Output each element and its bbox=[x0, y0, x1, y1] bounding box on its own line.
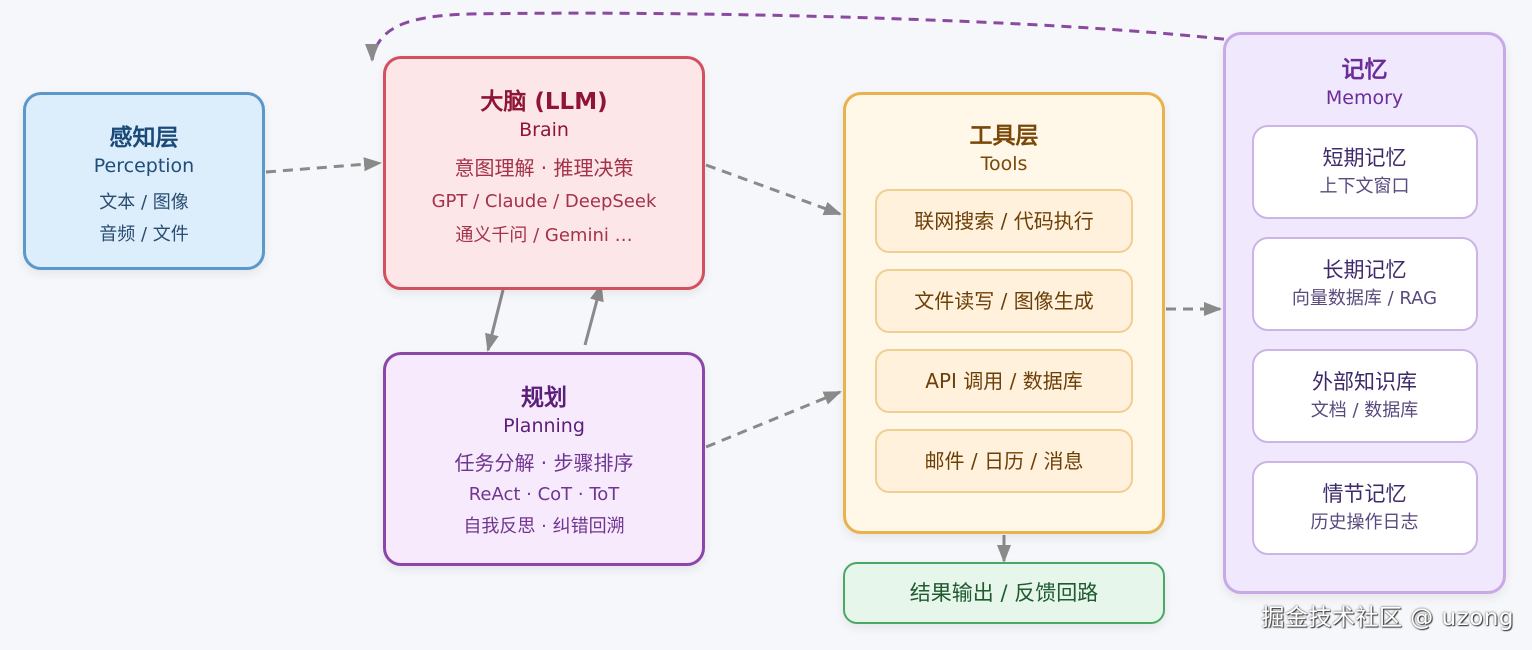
planning-line: 任务分解 · 步骤排序 bbox=[454, 451, 634, 475]
memory-item-title: 长期记忆 bbox=[1322, 258, 1407, 282]
planning-subtitle: Planning bbox=[503, 415, 585, 437]
memory-item-title: 外部知识库 bbox=[1312, 370, 1417, 394]
memory-item: 短期记忆 上下文窗口 bbox=[1251, 125, 1478, 219]
memory-subtitle: Memory bbox=[1325, 87, 1404, 109]
memory-item-title: 情节记忆 bbox=[1322, 482, 1407, 506]
perception-line: 文本 / 图像 bbox=[99, 192, 189, 213]
memory-title: 记忆 bbox=[1341, 57, 1388, 83]
memory-item-title: 短期记忆 bbox=[1322, 146, 1407, 170]
memory-item: 长期记忆 向量数据库 / RAG bbox=[1251, 237, 1478, 331]
brain-node: 大脑 (LLM) Brain 意图理解 · 推理决策 GPT / Claude … bbox=[383, 56, 705, 290]
tool-item: API 调用 / 数据库 bbox=[875, 349, 1133, 413]
memory-item-sub: 文档 / 数据库 bbox=[1310, 400, 1419, 421]
brain-line: 通义千问 / Gemini … bbox=[455, 225, 633, 246]
brain-line: 意图理解 · 推理决策 bbox=[454, 156, 634, 180]
watermark: 掘金技术社区 @ uzong bbox=[1261, 605, 1514, 631]
arrow-brain-to-tools bbox=[705, 163, 842, 216]
tools-subtitle: Tools bbox=[980, 153, 1028, 175]
output-label: 结果输出 / 反馈回路 bbox=[909, 581, 1099, 605]
memory-item: 情节记忆 历史操作日志 bbox=[1251, 461, 1478, 555]
perception-title: 感知层 bbox=[109, 125, 179, 151]
brain-line: GPT / Claude / DeepSeek bbox=[431, 191, 657, 212]
memory-item-sub: 向量数据库 / RAG bbox=[1291, 288, 1438, 309]
planning-node: 规划 Planning 任务分解 · 步骤排序 ReAct · CoT · To… bbox=[383, 352, 705, 566]
perception-subtitle: Perception bbox=[93, 155, 195, 177]
memory-item-sub: 上下文窗口 bbox=[1319, 176, 1410, 197]
output-node: 结果输出 / 反馈回路 bbox=[843, 562, 1165, 624]
arrow-perception-to-brain bbox=[265, 157, 382, 174]
arrow-brain-to-planning bbox=[485, 289, 505, 352]
tool-item: 联网搜索 / 代码执行 bbox=[875, 189, 1133, 253]
planning-title: 规划 bbox=[521, 385, 567, 411]
tool-item: 邮件 / 日历 / 消息 bbox=[875, 429, 1133, 493]
memory-item: 外部知识库 文档 / 数据库 bbox=[1251, 349, 1478, 443]
planning-line: 自我反思 · 纠错回溯 bbox=[463, 516, 625, 537]
perception-node: 感知层 Perception 文本 / 图像 音频 / 文件 bbox=[23, 92, 265, 270]
planning-line: ReAct · CoT · ToT bbox=[468, 484, 620, 505]
tool-item: 文件读写 / 图像生成 bbox=[875, 269, 1133, 333]
memory-item-sub: 历史操作日志 bbox=[1310, 512, 1419, 533]
brain-title: 大脑 (LLM) bbox=[480, 89, 608, 115]
tools-title: 工具层 bbox=[969, 123, 1039, 149]
arrow-planning-to-tools bbox=[705, 390, 842, 449]
tools-node: 工具层 Tools 联网搜索 / 代码执行 文件读写 / 图像生成 API 调用… bbox=[843, 92, 1165, 534]
arrow-memory-to-brain-head bbox=[365, 44, 379, 62]
memory-node: 记忆 Memory 短期记忆 上下文窗口 长期记忆 向量数据库 / RAG 外部… bbox=[1223, 32, 1506, 594]
brain-subtitle: Brain bbox=[519, 119, 569, 141]
arrow-planning-to-brain bbox=[583, 283, 604, 346]
perception-line: 音频 / 文件 bbox=[99, 224, 189, 245]
